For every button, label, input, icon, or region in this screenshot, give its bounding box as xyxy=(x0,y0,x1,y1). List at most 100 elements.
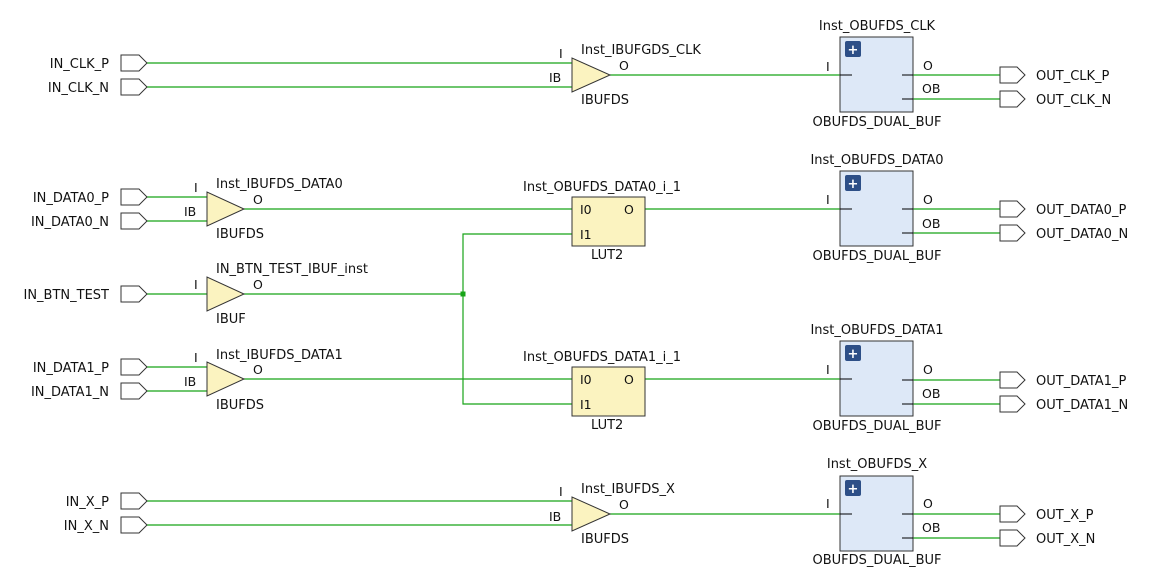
expand-glyph: + xyxy=(848,482,859,497)
pin-label-i: I xyxy=(194,180,198,195)
cell-instance-name: Inst_OBUFDS_DATA1 xyxy=(810,323,943,338)
output-port-label: OUT_X_N xyxy=(1036,532,1095,547)
buffer-triangle xyxy=(571,57,612,93)
cell-instance-name: Inst_OBUFDS_X xyxy=(827,457,927,472)
cell-type: LUT2 xyxy=(591,248,623,263)
output-port-label: OUT_X_P xyxy=(1036,508,1094,523)
pin-label-i: I xyxy=(826,496,830,511)
cell-instance-name: Inst_IBUFDS_DATA0 xyxy=(216,177,343,192)
pin-label-i: I xyxy=(559,46,563,61)
input-port-label: IN_X_P xyxy=(66,495,109,510)
cell-instance-name: Inst_IBUFGDS_CLK xyxy=(581,43,701,58)
wire-junction xyxy=(460,291,466,297)
cell-type: IBUFDS xyxy=(581,93,629,108)
pin-label-o: O xyxy=(923,58,933,73)
pin-label-ib: IB xyxy=(184,374,196,389)
input-port-label: IN_CLK_N xyxy=(48,81,109,96)
lut2-data0-cell[interactable]: Inst_OBUFDS_DATA0_i_1 LUT2 I0 I1 O xyxy=(523,180,681,263)
pin-label-ob: OB xyxy=(922,216,940,231)
output-ports: OUT_CLK_P OUT_CLK_N OUT_DATA0_P OUT_DATA… xyxy=(999,66,1128,547)
expand-glyph: + xyxy=(848,347,859,362)
input-port-label: IN_DATA1_N xyxy=(31,385,109,400)
ibufds-data1-cell[interactable]: Inst_IBUFDS_DATA1 IBUFDS I IB O xyxy=(184,348,343,413)
expand-glyph: + xyxy=(848,43,859,58)
pin-label-ob: OB xyxy=(922,81,940,96)
cell-type: IBUF xyxy=(216,312,246,327)
input-ports: IN_CLK_P IN_CLK_N IN_DATA0_P IN_DATA0_N … xyxy=(24,54,148,534)
pin-label-o: O xyxy=(253,277,263,292)
cell-instance-name: IN_BTN_TEST_IBUF_inst xyxy=(216,262,368,277)
input-port-data0-n[interactable] xyxy=(120,212,148,230)
output-port-data1-p[interactable] xyxy=(999,371,1026,389)
ibuf-btn-cell[interactable]: IN_BTN_TEST_IBUF_inst IBUF I O xyxy=(194,262,368,327)
cell-type: OBUFDS_DUAL_BUF xyxy=(813,249,942,264)
cell-type: IBUFDS xyxy=(216,398,264,413)
output-port-label: OUT_CLK_P xyxy=(1036,69,1110,84)
buffer-triangle xyxy=(206,191,246,227)
pin-label-i1: I1 xyxy=(580,227,592,242)
obufds-data0-cell[interactable]: + Inst_OBUFDS_DATA0 OBUFDS_DUAL_BUF I O … xyxy=(810,153,943,264)
pin-label-i: I xyxy=(559,484,563,499)
lut-body xyxy=(571,196,646,247)
output-port-x-n[interactable] xyxy=(999,529,1026,547)
output-port-data0-n[interactable] xyxy=(999,224,1026,242)
input-port-btn-test[interactable] xyxy=(120,285,148,303)
output-port-data0-p[interactable] xyxy=(999,200,1026,218)
ibufds-clk-cell[interactable]: Inst_IBUFGDS_CLK IBUFDS I IB O xyxy=(549,43,701,108)
input-port-clk-n[interactable] xyxy=(120,78,148,96)
pin-label-i: I xyxy=(826,362,830,377)
cell-type: IBUFDS xyxy=(581,532,629,547)
pin-label-ib: IB xyxy=(549,70,561,85)
buffer-triangle xyxy=(206,276,246,312)
output-port-clk-n[interactable] xyxy=(999,90,1026,108)
buffer-triangle xyxy=(571,496,612,532)
obufds-data1-cell[interactable]: + Inst_OBUFDS_DATA1 OBUFDS_DUAL_BUF I O … xyxy=(810,323,943,434)
wires xyxy=(146,62,1000,539)
output-port-clk-p[interactable] xyxy=(999,66,1026,84)
input-port-data1-p[interactable] xyxy=(120,358,148,376)
pin-label-ob: OB xyxy=(922,386,940,401)
pin-label-ib: IB xyxy=(184,204,196,219)
pin-label-o: O xyxy=(619,497,629,512)
output-port-x-p[interactable] xyxy=(999,505,1026,523)
input-port-label: IN_X_N xyxy=(64,519,109,534)
pin-label-o: O xyxy=(253,192,263,207)
input-port-label: IN_DATA1_P xyxy=(33,361,109,376)
input-port-data1-n[interactable] xyxy=(120,382,148,400)
input-port-x-n[interactable] xyxy=(120,516,148,534)
ibufds-x-cell[interactable]: Inst_IBUFDS_X IBUFDS I IB O xyxy=(549,482,675,547)
expand-button[interactable]: + xyxy=(845,175,861,192)
pin-label-i0: I0 xyxy=(580,202,592,217)
output-port-label: OUT_DATA0_N xyxy=(1036,227,1128,242)
wire-btn-vertical xyxy=(462,233,572,405)
pin-label-o: O xyxy=(923,362,933,377)
pin-label-o: O xyxy=(923,496,933,511)
pin-label-i: I xyxy=(826,59,830,74)
lut2-data1-cell[interactable]: Inst_OBUFDS_DATA1_i_1 LUT2 I0 I1 O xyxy=(523,350,681,433)
input-port-label: IN_CLK_P xyxy=(50,57,109,72)
expand-button[interactable]: + xyxy=(845,41,861,58)
pin-label-o: O xyxy=(619,58,629,73)
pin-label-i: I xyxy=(194,277,198,292)
lut-body xyxy=(571,366,646,417)
ibufds-data0-cell[interactable]: Inst_IBUFDS_DATA0 IBUFDS I IB O xyxy=(184,177,343,242)
expand-glyph: + xyxy=(848,177,859,192)
input-port-label: IN_DATA0_N xyxy=(31,215,109,230)
input-port-x-p[interactable] xyxy=(120,492,148,510)
cell-instance-name: Inst_IBUFDS_DATA1 xyxy=(216,348,343,363)
cell-type: IBUFDS xyxy=(216,227,264,242)
output-port-data1-n[interactable] xyxy=(999,395,1026,413)
expand-button[interactable]: + xyxy=(845,480,861,497)
plus-icon xyxy=(845,175,861,191)
input-port-clk-p[interactable] xyxy=(120,54,148,72)
input-port-data0-p[interactable] xyxy=(120,188,148,206)
cell-type: OBUFDS_DUAL_BUF xyxy=(813,553,942,568)
cell-instance-name: Inst_OBUFDS_DATA1_i_1 xyxy=(523,350,681,365)
pin-label-i1: I1 xyxy=(580,397,592,412)
cell-instance-name: Inst_OBUFDS_DATA0 xyxy=(810,153,943,168)
expand-button[interactable]: + xyxy=(845,345,861,362)
pin-label-o: O xyxy=(923,192,933,207)
obufds-clk-cell[interactable]: + Inst_OBUFDS_CLK OBUFDS_DUAL_BUF I O OB xyxy=(813,19,942,130)
obufds-x-cell[interactable]: + Inst_OBUFDS_X OBUFDS_DUAL_BUF I O OB xyxy=(813,457,942,568)
cell-instance-name: Inst_IBUFDS_X xyxy=(581,482,675,497)
